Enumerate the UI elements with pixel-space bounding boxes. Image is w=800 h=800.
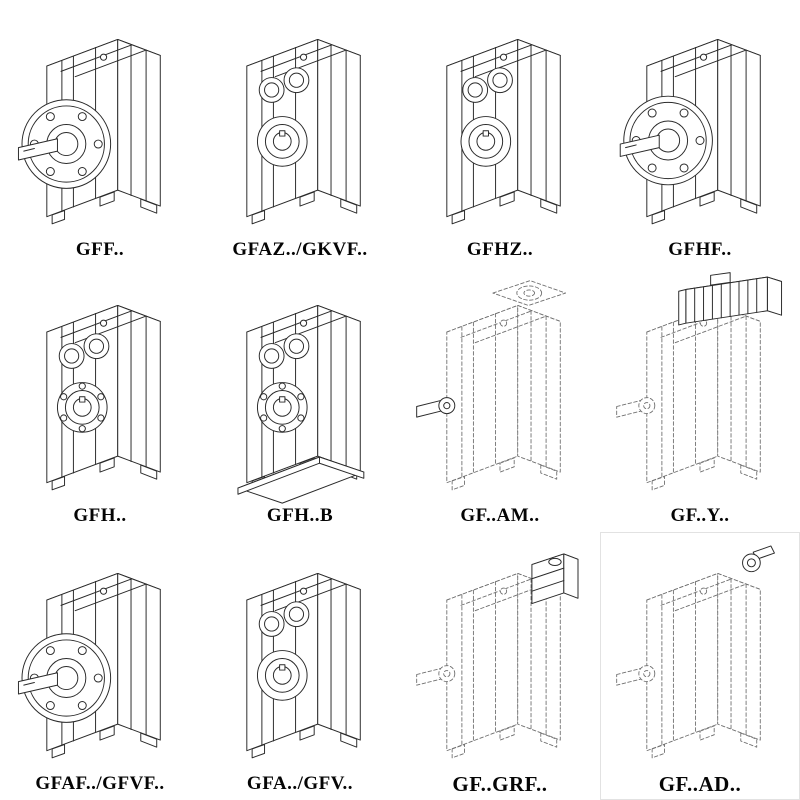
model-label-gf-ad: GF..AD.. xyxy=(658,772,742,796)
catalog-cell-gfa-gfv: GFA../GFV.. xyxy=(200,532,400,800)
model-label-gff: GFF.. xyxy=(75,239,125,260)
gearbox-drawing-gf-ad xyxy=(616,545,775,759)
gearbox-drawing-gfaf-gfvf xyxy=(17,572,161,759)
model-label-gfa-gfv: GFA../GFV.. xyxy=(246,773,354,794)
model-label-gfhz: GFHZ.. xyxy=(466,239,534,260)
gearbox-drawing-gf-y xyxy=(616,272,783,491)
model-label-gf-grf: GF..GRF.. xyxy=(452,772,548,796)
gearbox-drawing-gfh-b xyxy=(237,304,365,504)
model-label-gfhf: GFHF.. xyxy=(668,239,732,260)
model-label-gf-am: GF..AM.. xyxy=(460,505,540,526)
gearbox-drawing-gfa-gfv xyxy=(246,572,361,759)
gearbox-drawing-gff xyxy=(17,38,161,225)
catalog-cell-gf-y: GF..Y.. xyxy=(600,266,800,532)
model-label-gfaf-gfvf: GFAF../GFVF.. xyxy=(35,773,165,794)
catalog-cell-gfaz-gkvf: GFAZ../GKVF.. xyxy=(200,0,400,266)
gearbox-drawing-gfhf xyxy=(619,38,761,225)
gearbox-drawing-gf-am xyxy=(416,280,567,491)
catalog-cell-gff: GFF.. xyxy=(0,0,200,266)
catalog-cell-gf-am: GF..AM.. xyxy=(400,266,600,532)
model-label-gfh-b: GFH..B xyxy=(266,505,334,526)
catalog-cell-gf-ad: GF..AD.. xyxy=(600,532,800,800)
catalog-cell-gfhf: GFHF.. xyxy=(600,0,800,266)
model-label-gfaz-gkvf: GFAZ../GKVF.. xyxy=(232,239,368,260)
catalog-cell-gfaf-gfvf: GFAF../GFVF.. xyxy=(0,532,200,800)
model-label-gfh: GFH.. xyxy=(73,505,127,526)
gearbox-drawing-gfh xyxy=(46,304,161,491)
gearbox-drawing-gf-grf xyxy=(416,553,579,759)
gearbox-drawing-gfhz xyxy=(446,38,561,225)
model-label-gf-y: GF..Y.. xyxy=(670,505,730,526)
catalog-cell-gfhz: GFHZ.. xyxy=(400,0,600,266)
catalog-cell-gfh-b: GFH..B xyxy=(200,266,400,532)
gearbox-drawing-gfaz-gkvf xyxy=(246,38,361,225)
catalog-cell-gfh: GFH.. xyxy=(0,266,200,532)
catalog-cell-gf-grf: GF..GRF.. xyxy=(400,532,600,800)
